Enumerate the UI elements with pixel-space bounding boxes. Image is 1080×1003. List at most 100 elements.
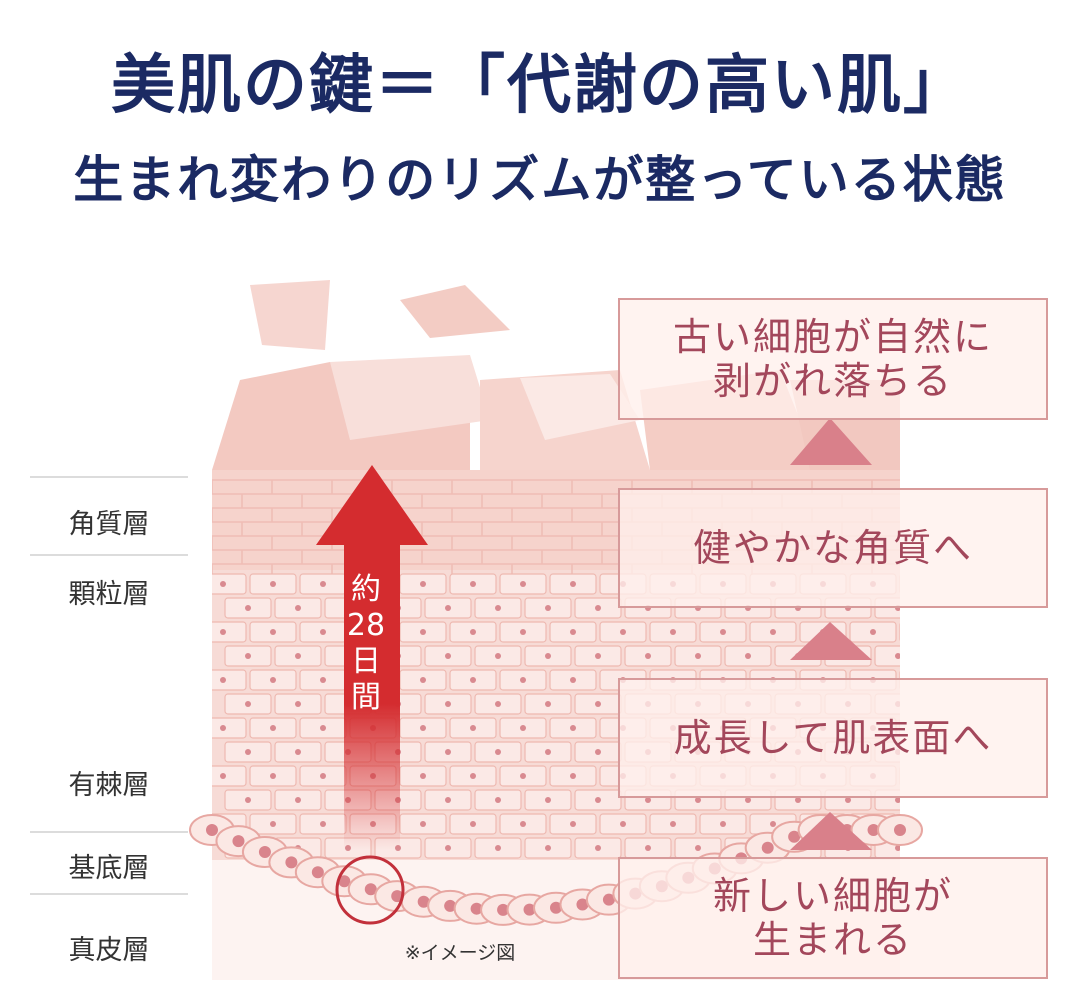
cell-nucleus bbox=[520, 629, 526, 635]
cell-nucleus bbox=[445, 653, 451, 659]
cell-nucleus bbox=[520, 773, 526, 779]
cell-nucleus bbox=[495, 701, 501, 707]
cell-nucleus bbox=[595, 701, 601, 707]
cell-nucleus bbox=[470, 581, 476, 587]
basal-cell-nucleus bbox=[338, 875, 351, 888]
cell bbox=[212, 765, 247, 787]
cell-nucleus bbox=[520, 725, 526, 731]
layer-label-dermis: 真皮層 bbox=[68, 935, 150, 966]
cell-nucleus bbox=[545, 845, 551, 851]
cell-nucleus bbox=[870, 629, 876, 635]
cell-nucleus bbox=[245, 749, 251, 755]
cell-nucleus bbox=[320, 773, 326, 779]
cell-nucleus bbox=[420, 677, 426, 683]
cell-nucleus bbox=[745, 653, 751, 659]
cell-nucleus bbox=[295, 797, 301, 803]
basal-cell-nucleus bbox=[444, 899, 457, 912]
cell-nucleus bbox=[745, 797, 751, 803]
cell-nucleus bbox=[520, 581, 526, 587]
cell-nucleus bbox=[920, 629, 926, 635]
cell-nucleus bbox=[270, 677, 276, 683]
basal-cell-nucleus bbox=[894, 824, 906, 836]
cell-nucleus bbox=[295, 653, 301, 659]
cell-nucleus bbox=[545, 797, 551, 803]
cell-nucleus bbox=[420, 629, 426, 635]
turnover-days-label: 約 28 日 間 bbox=[346, 572, 386, 715]
cell-nucleus bbox=[720, 629, 726, 635]
cell-nucleus bbox=[595, 605, 601, 611]
basal-cell-nucleus bbox=[364, 883, 377, 896]
cell-nucleus bbox=[295, 749, 301, 755]
cell bbox=[212, 717, 247, 739]
step-up-triangle bbox=[790, 418, 872, 465]
basal-cell-nucleus bbox=[761, 841, 774, 854]
cell-nucleus bbox=[445, 797, 451, 803]
cell-nucleus bbox=[570, 773, 576, 779]
cell bbox=[212, 573, 247, 595]
cell-nucleus bbox=[595, 797, 601, 803]
basal-cell-nucleus bbox=[285, 856, 298, 869]
basal-cell-nucleus bbox=[867, 824, 880, 836]
layer-label-spinous: 有棘層 bbox=[68, 770, 150, 801]
cell-nucleus bbox=[595, 749, 601, 755]
step-box-growth: 成長して肌表面へ bbox=[618, 678, 1048, 798]
cell-nucleus bbox=[270, 581, 276, 587]
cell-nucleus bbox=[720, 821, 726, 827]
cell bbox=[212, 669, 247, 691]
cell-nucleus bbox=[620, 629, 626, 635]
basal-cell-nucleus bbox=[311, 866, 324, 879]
cell-nucleus bbox=[470, 677, 476, 683]
cell-nucleus bbox=[495, 749, 501, 755]
cell-nucleus bbox=[620, 821, 626, 827]
cell-nucleus bbox=[470, 773, 476, 779]
basal-cell-nucleus bbox=[206, 824, 218, 836]
cell-nucleus bbox=[670, 629, 676, 635]
basal-cell-nucleus bbox=[497, 903, 510, 916]
cell-nucleus bbox=[470, 725, 476, 731]
cell-nucleus bbox=[245, 701, 251, 707]
cell-nucleus bbox=[570, 677, 576, 683]
basal-cell-nucleus bbox=[550, 901, 562, 914]
cell-nucleus bbox=[420, 773, 426, 779]
image-note: ※イメージ図 bbox=[404, 942, 516, 964]
page-subtitle: 生まれ変わりのリズムが整っている状態 bbox=[73, 150, 1007, 209]
cell-nucleus bbox=[695, 845, 701, 851]
page-title: 美肌の鍵＝「代謝の高い肌」 bbox=[111, 48, 969, 123]
cell-nucleus bbox=[895, 845, 900, 851]
basal-cell-nucleus bbox=[391, 890, 404, 903]
cell-nucleus bbox=[245, 653, 251, 659]
cell-nucleus bbox=[470, 821, 476, 827]
cell-nucleus bbox=[295, 605, 301, 611]
cell bbox=[212, 621, 247, 643]
cell-nucleus bbox=[570, 629, 576, 635]
cell-nucleus bbox=[270, 821, 276, 827]
cell-nucleus bbox=[220, 677, 226, 683]
cell-nucleus bbox=[320, 629, 326, 635]
cell-nucleus bbox=[595, 845, 601, 851]
basal-cell-nucleus bbox=[258, 845, 271, 858]
basal-cell-nucleus bbox=[576, 898, 589, 911]
cell-nucleus bbox=[895, 797, 900, 803]
basal-cell-nucleus bbox=[232, 835, 245, 848]
cell-nucleus bbox=[520, 677, 526, 683]
cell-nucleus bbox=[445, 749, 451, 755]
cell-nucleus bbox=[220, 773, 226, 779]
cell-nucleus bbox=[320, 581, 326, 587]
turnover-arrow bbox=[316, 465, 428, 850]
cell-nucleus bbox=[795, 797, 801, 803]
basal-cell-nucleus bbox=[523, 903, 536, 916]
layer-label-basal: 基底層 bbox=[68, 853, 150, 884]
cell-nucleus bbox=[545, 605, 551, 611]
cell bbox=[899, 623, 900, 641]
cell-nucleus bbox=[220, 725, 226, 731]
cell-nucleus bbox=[545, 749, 551, 755]
cell-nucleus bbox=[270, 725, 276, 731]
cell bbox=[874, 645, 900, 667]
cell-nucleus bbox=[270, 629, 276, 635]
cell-nucleus bbox=[695, 797, 701, 803]
basal-cell-nucleus bbox=[602, 893, 615, 906]
cell-nucleus bbox=[495, 797, 501, 803]
cell-nucleus bbox=[495, 605, 501, 611]
basal-cell-nucleus bbox=[788, 830, 801, 843]
